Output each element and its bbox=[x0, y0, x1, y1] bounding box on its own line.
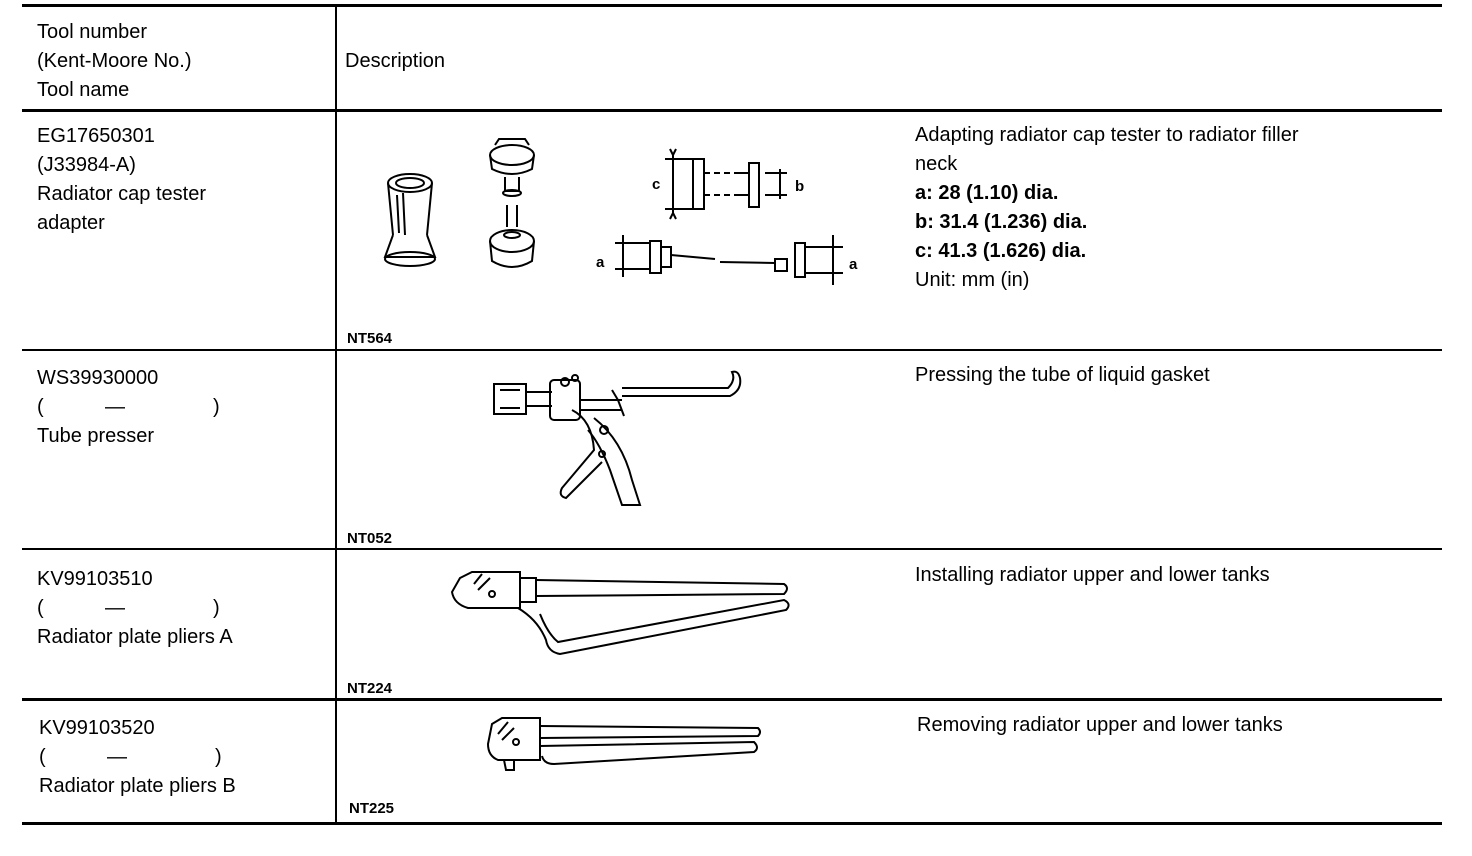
dim-label-a: a bbox=[849, 256, 858, 273]
figure-code: NT052 bbox=[347, 530, 393, 547]
kent-moore-number: (J33984-A) bbox=[37, 154, 136, 176]
header-tool-name: Tool name bbox=[37, 79, 130, 101]
description: Removing radiator upper and lower tanks bbox=[917, 714, 1283, 736]
tool-number: WS39930000 bbox=[37, 367, 159, 389]
tool-number: KV99103520 bbox=[39, 717, 155, 739]
tool-number: EG17650301 bbox=[37, 125, 155, 147]
tool-name: Radiator plate pliers B bbox=[39, 775, 236, 797]
figure-code: NT564 bbox=[347, 330, 393, 347]
row-divider-1 bbox=[22, 349, 1442, 351]
header-tool-column: Tool number (Kent-Moore No.) Tool name bbox=[37, 18, 192, 105]
tool-number: KV99103510 bbox=[37, 568, 153, 590]
header-description: Description bbox=[345, 50, 446, 72]
plate-pliers-b-icon bbox=[484, 716, 764, 776]
description: Installing radiator upper and lower tank… bbox=[915, 564, 1270, 586]
kent-moore-number: ( — ) bbox=[37, 396, 220, 418]
column-divider bbox=[335, 6, 337, 824]
figure-code: NT224 bbox=[347, 680, 393, 697]
tool-name: Radiator plate pliers A bbox=[37, 626, 233, 648]
description: Pressing the tube of liquid gasket bbox=[915, 364, 1210, 386]
table-bottom-rule bbox=[22, 822, 1442, 825]
table-row: EG17650301 (J33984-A) Radiator cap teste… bbox=[37, 122, 206, 238]
tool-name: adapter bbox=[37, 212, 105, 234]
unit-label: Unit: mm (in) bbox=[915, 269, 1030, 291]
figure-code: NT225 bbox=[349, 800, 395, 817]
header-bottom-rule bbox=[22, 109, 1442, 112]
spec-b: b: 31.4 (1.236) dia. bbox=[915, 211, 1088, 233]
dim-label-c: c bbox=[652, 176, 660, 193]
table-row: WS39930000 ( — ) Tube presser bbox=[37, 364, 220, 451]
table-top-rule bbox=[22, 4, 1442, 7]
header-kent-moore: (Kent-Moore No.) bbox=[37, 50, 192, 72]
table-row: KV99103520 ( — ) Radiator plate pliers B bbox=[39, 714, 236, 801]
table-row: KV99103510 ( — ) Radiator plate pliers A bbox=[37, 565, 233, 652]
kent-moore-number: ( — ) bbox=[37, 597, 220, 619]
row-divider-3 bbox=[22, 698, 1442, 701]
description-line: Adapting radiator cap tester to radiator… bbox=[915, 124, 1299, 146]
tube-presser-icon bbox=[492, 370, 762, 515]
tool-name: Tube presser bbox=[37, 425, 155, 447]
kent-moore-number: ( — ) bbox=[39, 746, 222, 768]
description: Adapting radiator cap tester to radiator… bbox=[915, 121, 1299, 295]
dim-label-a: a bbox=[596, 254, 605, 271]
spec-c: c: 41.3 (1.626) dia. bbox=[915, 240, 1087, 262]
radiator-cap-tester-adapter-icon: c b a a bbox=[375, 135, 858, 295]
dim-label-b: b bbox=[795, 178, 804, 195]
spec-a: a: 28 (1.10) dia. bbox=[915, 182, 1059, 204]
tool-name: Radiator cap tester bbox=[37, 183, 206, 205]
plate-pliers-a-icon bbox=[448, 570, 793, 665]
header-tool-number: Tool number bbox=[37, 21, 148, 43]
description-line: neck bbox=[915, 153, 958, 175]
row-divider-2 bbox=[22, 548, 1442, 550]
